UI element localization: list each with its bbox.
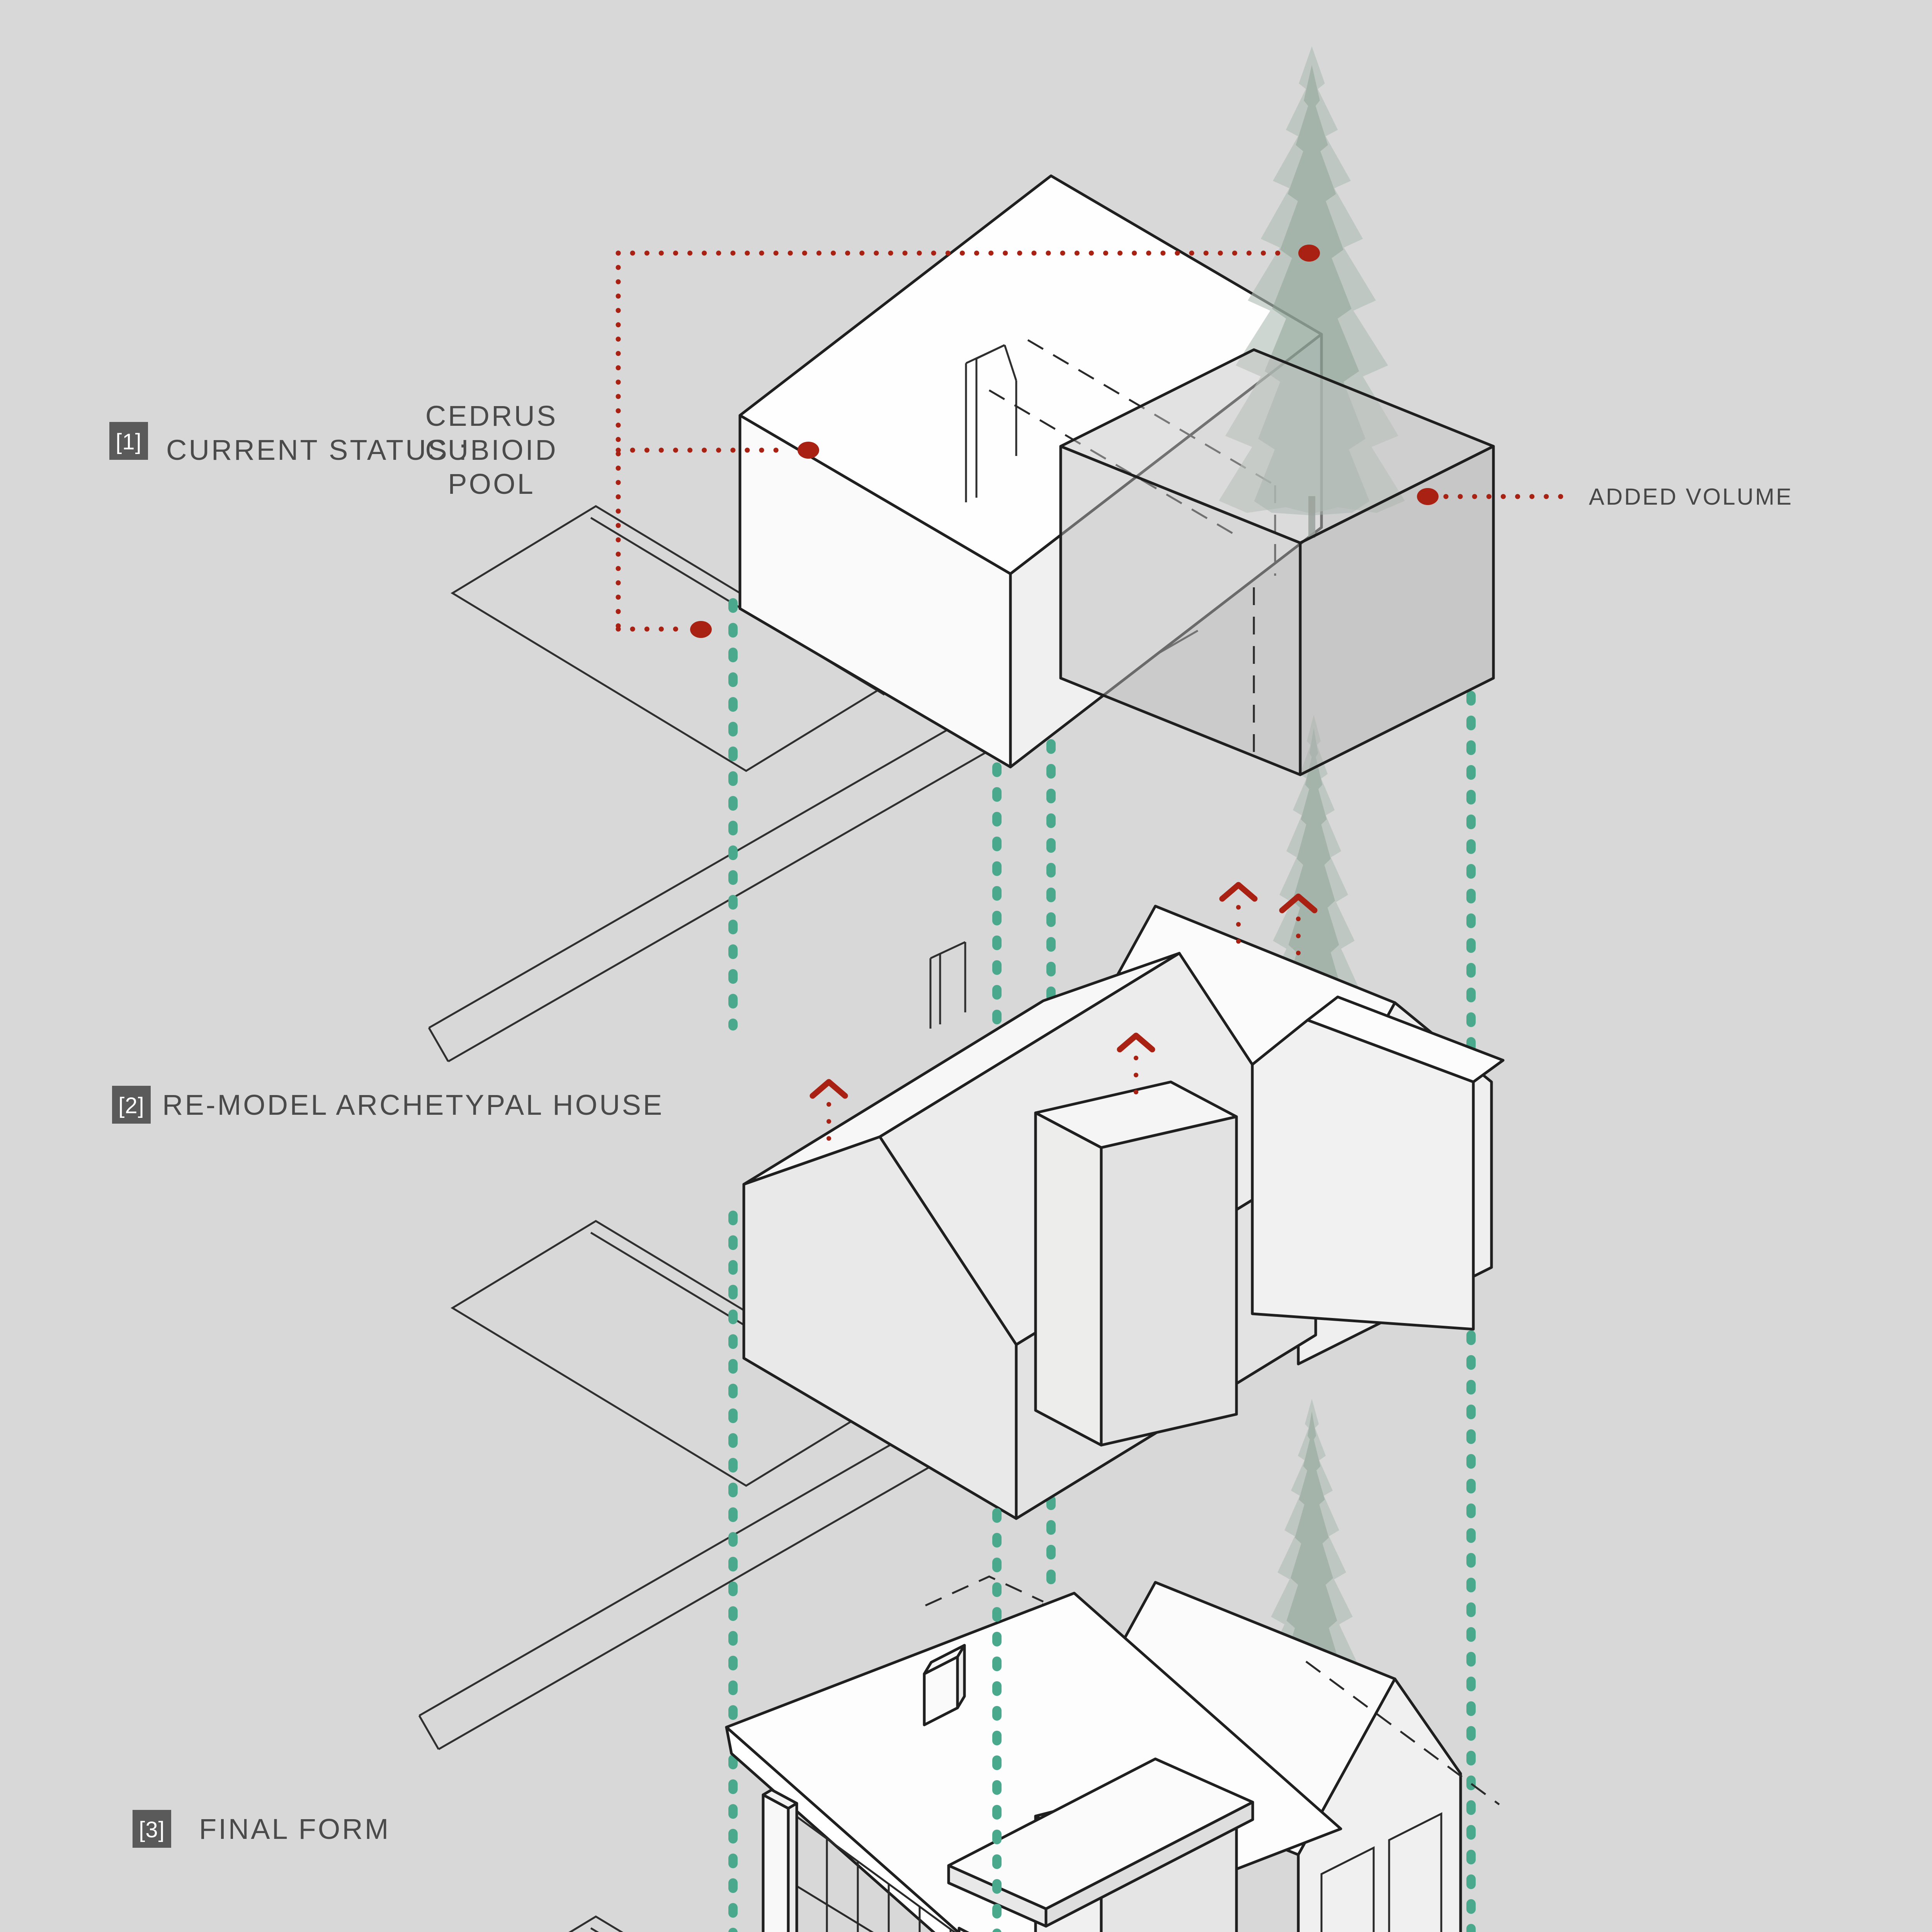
red-dot-icon-cedrus (1298, 245, 1320, 262)
stage3-end-pillar (762, 1788, 798, 1932)
up-arrow-icon-1 (810, 1079, 848, 1158)
stage1-marker-box (109, 422, 148, 460)
red-dot-icon-cubioid (798, 442, 819, 459)
added-volume-label: ADDED VOLUME (1589, 484, 1793, 510)
up-arrow-icon-3 (1279, 893, 1318, 968)
stage2-marker: [2] (118, 1093, 145, 1118)
stage2-main-gable-end (742, 1135, 1018, 1520)
red-dot-icon-pool (690, 621, 712, 638)
garage-door-1 (1320, 1846, 1375, 1932)
red-dot-icon-added-volume (1417, 488, 1439, 505)
up-arrow-icon-4 (1117, 1032, 1155, 1104)
stage2-title: RE-MODEL ARCHETYPAL HOUSE (162, 1089, 664, 1121)
entrance-canopy-edge-right (1044, 1801, 1254, 1928)
stage2-chimney-outline (929, 941, 966, 1029)
stage2-marker-box (112, 1086, 151, 1124)
added-volume-box (1059, 348, 1495, 776)
stage3-marker: [3] (139, 1817, 165, 1842)
stage1-marker: [1] (116, 429, 142, 454)
removed-volume-dashed-1 (925, 1575, 1044, 1607)
stage1-title: CURRENT STATUS : (166, 434, 469, 466)
stage3-title: FINAL FORM (199, 1813, 390, 1845)
stage2-archetypal-house (742, 715, 1505, 1520)
garage-door-2 (1388, 1812, 1442, 1932)
stage3-skylight (923, 1644, 966, 1726)
hidden-edge-roof-2 (988, 389, 1237, 537)
stage3-marker-box (133, 1810, 171, 1848)
stage3-final-house (725, 1399, 1500, 1932)
stage3-roof-fascia (725, 1726, 960, 1932)
stage1-chimney (965, 344, 1017, 502)
stage1-target-cedrus: CEDRUS (425, 400, 558, 432)
up-arrow-icon-2 (1219, 882, 1258, 957)
stage1-target-cubioid: CUBIOID (425, 434, 558, 466)
porch-side-wall (957, 1927, 969, 1932)
stage-labels: [1] CURRENT STATUS : CEDRUS CUBIOID POOL… (109, 400, 1793, 1848)
stage1-cubioid-house (738, 46, 1495, 776)
stage2-right-gable-end (1251, 1019, 1475, 1331)
stage2-tower-front (1034, 1111, 1103, 1447)
red-leader-annotations (616, 245, 1576, 1158)
stage3-entrance-tower (947, 1757, 1254, 1932)
stage2-tower-right (1100, 1115, 1238, 1447)
removed-volume-dashed-3 (1305, 1660, 1500, 1806)
stage1-target-pool: POOL (448, 468, 535, 500)
stage3-garage-gable-end (1297, 1677, 1462, 1932)
